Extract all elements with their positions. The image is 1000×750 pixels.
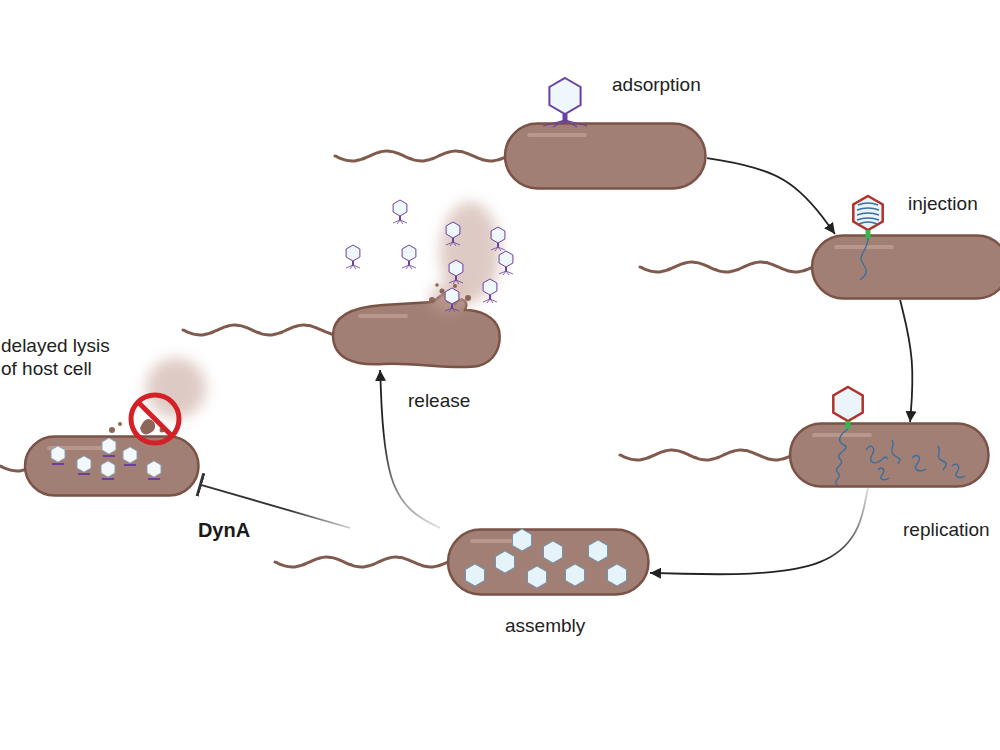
trapped-phage [77, 456, 91, 474]
tail-fibers [543, 120, 587, 127]
burst-cloud [146, 358, 206, 418]
cell-highlight [47, 446, 107, 450]
capsid-hexagon [466, 564, 485, 586]
stage-label: injection [908, 192, 978, 215]
stage-arrow [380, 370, 440, 528]
phage-head [549, 78, 580, 114]
flagellum [183, 325, 336, 335]
splatter [429, 283, 471, 303]
bacterium-stage: adsorption [335, 122, 707, 190]
phage-tail [866, 230, 871, 239]
splatter [109, 419, 165, 434]
capsid-hexagon [528, 566, 547, 588]
mini-phage [445, 288, 459, 312]
bacterium-shape [620, 422, 990, 488]
stage-label: assembly [505, 614, 585, 637]
bacterium-stage: replication [620, 422, 990, 488]
trapped-phage [102, 438, 116, 456]
no-sign [131, 395, 179, 443]
mini-phage [499, 251, 513, 275]
bacterium-shape [275, 528, 650, 596]
capsid-hexagon [566, 564, 585, 586]
capsid-hexagon [589, 540, 608, 562]
stage-label: replication [903, 518, 990, 541]
dna-strand [860, 238, 868, 280]
trapped-phage [101, 461, 115, 479]
bacterium-body [812, 236, 1000, 299]
bacterium-stage: release [183, 290, 503, 370]
phage [833, 387, 862, 429]
dna-coil [857, 203, 879, 224]
stage-label: release [408, 389, 470, 412]
bacterium-body [790, 424, 989, 487]
bacterium-shape [0, 435, 200, 497]
flagellum [620, 450, 797, 460]
burst-cloud [440, 202, 500, 302]
trapped-phage [123, 447, 137, 465]
flagellum [335, 151, 512, 161]
mini-phage [393, 200, 407, 224]
capsid-hexagon [544, 541, 563, 563]
phage-head [853, 196, 882, 230]
phage-tail [563, 114, 568, 123]
capsid-hexagon [513, 529, 532, 551]
capsid-hexagon [496, 551, 515, 573]
phage [543, 78, 587, 127]
phage-head [833, 387, 862, 421]
cell-highlight [812, 433, 872, 437]
bacterium-shape [183, 290, 503, 370]
bacterium-stage: injection [640, 234, 1000, 300]
bursting-cell [333, 294, 500, 368]
stage-label: delayed lysis of host cell [1, 334, 123, 380]
mini-phage [491, 227, 505, 251]
mini-phage [446, 222, 460, 246]
cell-highlight [527, 133, 587, 137]
bacterium-body [25, 437, 199, 496]
trapped-phage [51, 446, 65, 464]
stage-label: adsorption [612, 73, 701, 96]
phage-tail [846, 421, 851, 429]
burst-cloud [430, 284, 466, 312]
mini-phage [402, 245, 416, 269]
bacterium-body [448, 530, 649, 595]
cell-highlight [358, 314, 408, 318]
bacterium-shape [640, 234, 1000, 300]
stage-arrow [650, 488, 868, 574]
phage [853, 196, 882, 239]
bacterium-shape [335, 122, 707, 190]
trapped-phage [147, 461, 161, 479]
mini-phage [449, 260, 463, 284]
cell-highlight [834, 245, 894, 249]
cell-highlight [470, 539, 530, 543]
bacterium-stage: delayed lysis of host cell [0, 435, 200, 497]
stage-arrow [707, 158, 835, 234]
dna-copies [836, 429, 965, 485]
bacterium-body [505, 124, 706, 189]
inhibition-line [200, 485, 350, 528]
stage-arrow [900, 300, 912, 422]
mini-phage [483, 279, 497, 303]
capsid-hexagon [608, 564, 627, 586]
mini-phage [346, 245, 360, 269]
flagellum [275, 557, 455, 567]
flagellum [640, 262, 817, 272]
inhibitor-label: DynA [198, 519, 250, 542]
bacterium-stage: assembly [275, 528, 650, 596]
